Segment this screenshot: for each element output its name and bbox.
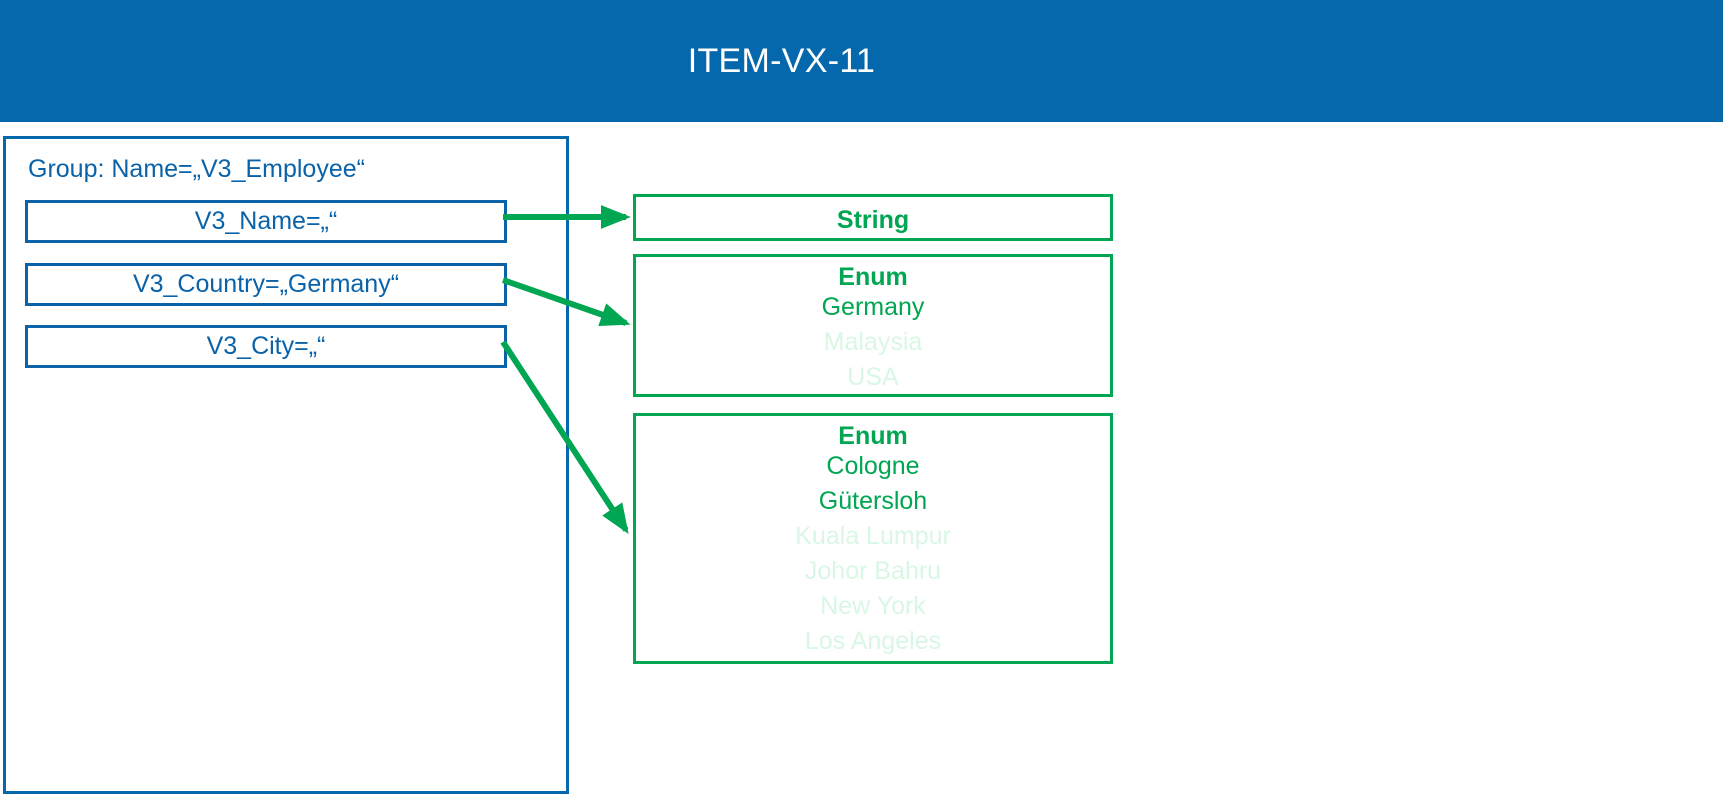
attribute-box-country[interactable]: V3_Country=„Germany“	[25, 263, 507, 306]
enum-value-list: Germany Malaysia USA	[636, 290, 1110, 395]
enum-value: Johor Bahru	[804, 557, 942, 585]
type-box-string: String	[633, 194, 1113, 241]
enum-value: Malaysia	[823, 328, 923, 356]
header-bar: ITEM-VX-11	[0, 0, 1723, 122]
type-box-title: String	[836, 206, 910, 234]
enum-value: Cologne	[826, 452, 920, 480]
enum-value: Gütersloh	[818, 487, 928, 515]
attribute-label: V3_City=„“	[206, 332, 326, 360]
group-panel: Group: Name=„V3_Employee“ V3_Name=„“ V3_…	[3, 136, 569, 794]
attribute-label: V3_Country=„Germany“	[132, 270, 400, 298]
group-label: Group: Name=„V3_Employee“	[28, 155, 365, 183]
enum-value: USA	[847, 363, 899, 391]
enum-value: Germany	[821, 293, 925, 321]
type-box-title: Enum	[838, 263, 908, 291]
attribute-box-city[interactable]: V3_City=„“	[25, 325, 507, 368]
type-box-title: Enum	[838, 422, 908, 450]
enum-value: New York	[820, 592, 926, 620]
enum-value: Los Angeles	[804, 627, 942, 655]
enum-value-list: Cologne Gütersloh Kuala Lumpur Johor Bah…	[636, 449, 1110, 659]
type-box-enum-city: Enum Cologne Gütersloh Kuala Lumpur Joho…	[633, 413, 1113, 664]
attribute-box-name[interactable]: V3_Name=„“	[25, 200, 507, 243]
type-box-enum-country: Enum Germany Malaysia USA	[633, 254, 1113, 397]
page-title: ITEM-VX-11	[687, 41, 876, 80]
attribute-label: V3_Name=„“	[194, 207, 338, 235]
enum-value: Kuala Lumpur	[795, 522, 951, 550]
